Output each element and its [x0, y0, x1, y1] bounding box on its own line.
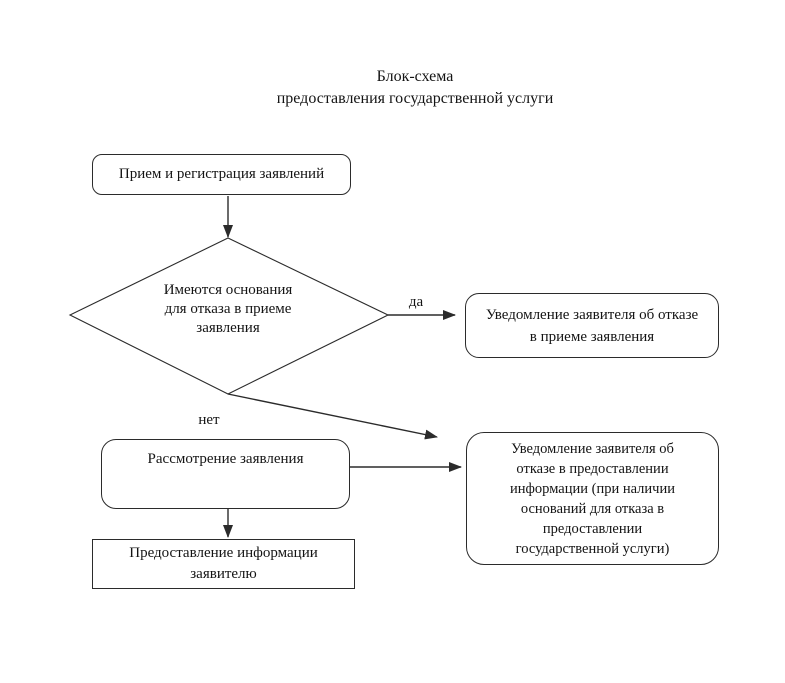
decision-text-line: Имеются основания [163, 282, 293, 298]
node-receive-registration: Прием и регистрация заявлений [92, 154, 351, 195]
node-notify-refusal-information: Уведомление заявителя об отказе в предос… [466, 432, 719, 565]
node-provide-information-line: Предоставление информации [129, 545, 318, 561]
node-notify-refusal-information-line: предоставлении [542, 520, 643, 537]
node-notify-refusal-information-line: отказе в предоставлении [516, 460, 669, 477]
node-notify-refusal-information-line: государственной услуги) [515, 540, 670, 557]
flowchart-title-line1: Блок-схема [376, 68, 454, 85]
edge-label-no: нет [198, 412, 220, 428]
decision-text-line: заявления [196, 320, 260, 336]
node-notify-refusal-acceptance: Уведомление заявителя об отказе в приеме… [465, 293, 719, 358]
flowchart-title: Блок-схема предоставления государственно… [45, 66, 785, 110]
node-provide-information-line: заявителю [190, 566, 257, 582]
decision-text-line: для отказа в приеме [164, 301, 292, 317]
edge-label-yes: да [408, 294, 424, 310]
node-review-application-label: Рассмотрение заявления [147, 451, 304, 467]
node-provide-information: Предоставление информации заявителю [92, 539, 355, 589]
flowchart-title-line2: предоставления государственной услуги [276, 90, 554, 107]
node-notify-refusal-information-line: Уведомление заявителя об [511, 440, 674, 457]
node-notify-refusal-information-line: информации (при наличии [510, 480, 675, 497]
node-notify-refusal-information-line: оснований для отказа в [520, 500, 665, 517]
node-notify-refusal-acceptance-line: в приеме заявления [529, 328, 655, 345]
node-notify-refusal-acceptance-line: Уведомление заявителя об отказе [485, 306, 699, 323]
node-review-application: Рассмотрение заявления [101, 439, 350, 509]
arrow-decision-to-review [227, 393, 438, 440]
node-receive-registration-label: Прием и регистрация заявлений [118, 166, 325, 182]
decision-diamond-text: Имеются основания для отказа в приеме за… [128, 281, 328, 338]
